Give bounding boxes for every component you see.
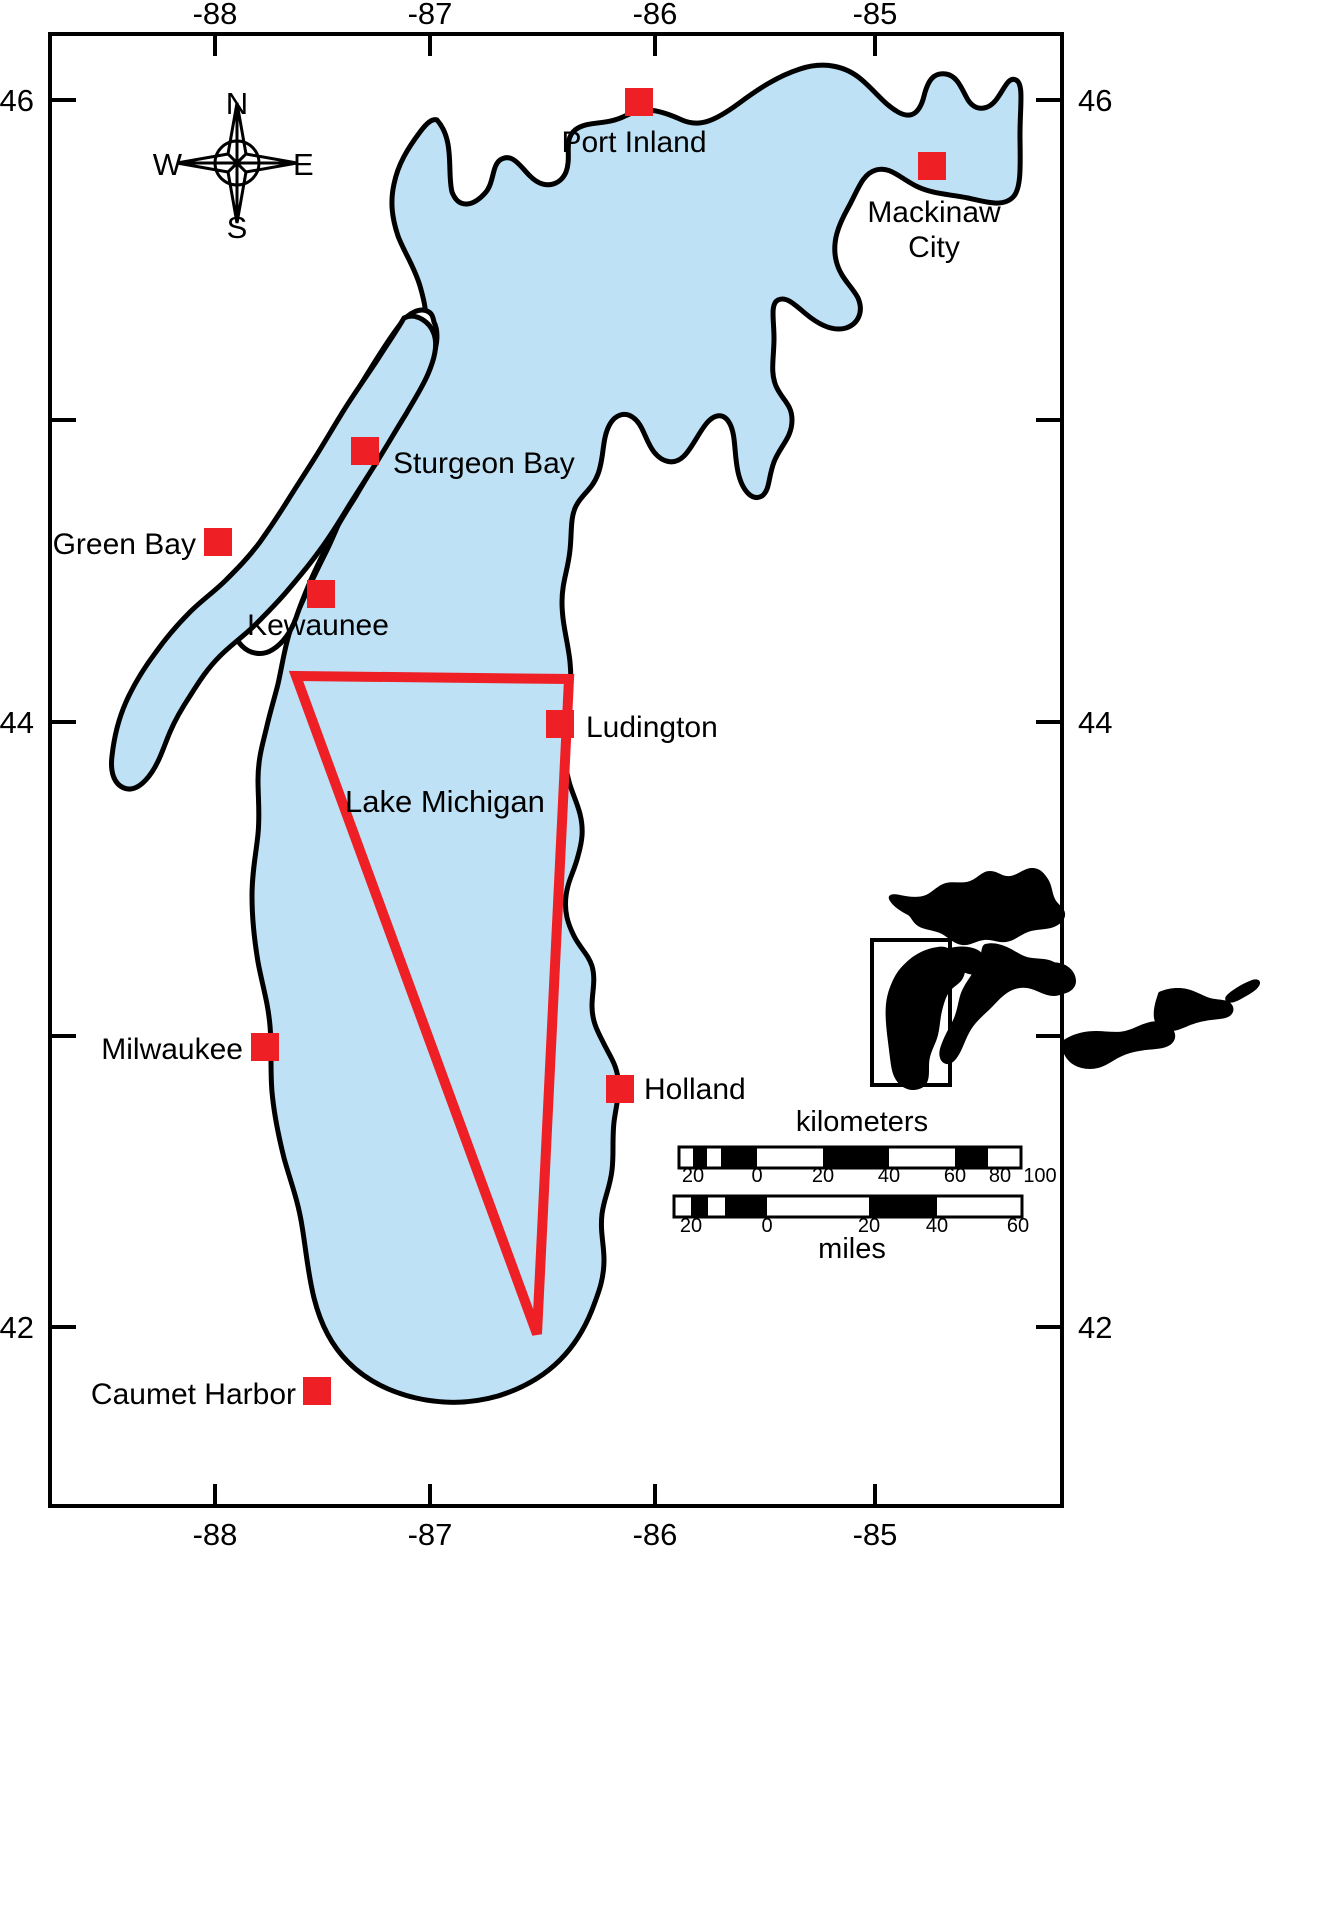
mi-seg-3 — [725, 1196, 767, 1217]
y-tick-left-0: 46 — [0, 83, 34, 118]
survey-route-triangle[interactable] — [288, 670, 575, 1336]
km-seg-1 — [693, 1147, 707, 1168]
city-marker-kewaunee[interactable] — [307, 580, 335, 608]
km-tick-label-6: 100 — [1023, 1165, 1056, 1187]
x-tick-top-3: -85 — [853, 0, 898, 31]
compass-label-west: W — [153, 147, 183, 182]
city-label-green-bay: Green Bay — [53, 528, 196, 561]
mi-tick-label-0: 20 — [680, 1215, 702, 1237]
inset-georgian-bay — [1031, 962, 1076, 995]
km-tick-label-5: 80 — [989, 1165, 1011, 1187]
city-label-kewaunee: Kewaunee — [247, 609, 389, 642]
y-tick-right-0: 46 — [1078, 83, 1112, 118]
axis-ticks — [50, 34, 1062, 1506]
km-bar-border — [677, 1145, 1023, 1170]
mi-seg-2 — [708, 1196, 725, 1217]
city-label-port-inland: Port Inland — [561, 126, 706, 159]
km-seg-5 — [823, 1147, 889, 1168]
x-tick-top-0: -88 — [193, 0, 238, 31]
mi-tick-label-4: 60 — [1007, 1215, 1029, 1237]
city-marker-sturgeon-bay[interactable] — [351, 437, 379, 465]
city-marker-milwaukee[interactable] — [251, 1033, 279, 1061]
city-label-caumet-harbor: Caumet Harbor — [91, 1378, 296, 1411]
city-marker-mackinaw-city[interactable] — [918, 152, 946, 180]
compass-rose — [176, 102, 298, 224]
compass-label-north: N — [226, 86, 248, 121]
mi-tick-label-1: 0 — [761, 1215, 772, 1237]
scale-title-kilometers: kilometers — [796, 1106, 928, 1138]
inset-lake-michigan — [885, 946, 988, 1090]
scale-bar-miles: 20 0 20 40 60 — [672, 1194, 1029, 1237]
x-tick-bottom-0: -88 — [193, 1517, 238, 1552]
mi-tick-label-3: 40 — [926, 1215, 948, 1237]
mi-seg-5 — [869, 1196, 937, 1217]
city-label-sturgeon-bay: Sturgeon Bay — [393, 447, 575, 480]
compass-label-south: S — [227, 210, 248, 245]
mi-seg-1 — [691, 1196, 708, 1217]
city-marker-holland[interactable] — [606, 1075, 634, 1103]
x-tick-top-2: -86 — [633, 0, 678, 31]
city-label-mackinaw-city-line1: Mackinaw — [867, 196, 1001, 229]
city-label-ludington: Ludington — [586, 711, 718, 744]
city-marker-ludington[interactable] — [546, 710, 574, 738]
km-tick-label-4: 60 — [944, 1165, 966, 1187]
x-tick-bottom-3: -85 — [853, 1517, 898, 1552]
mi-seg-4 — [767, 1196, 869, 1217]
km-seg-4 — [757, 1147, 823, 1168]
mi-bar-border — [672, 1194, 1024, 1219]
inset-lake-erie — [1061, 1021, 1176, 1069]
km-tick-label-0: 20 — [682, 1165, 704, 1187]
city-marker-green-bay[interactable] — [204, 528, 232, 556]
great-lakes-inset — [870, 868, 1261, 1090]
y-tick-right-1: 44 — [1078, 705, 1112, 740]
km-seg-0 — [679, 1147, 693, 1168]
x-tick-bottom-1: -87 — [408, 1517, 453, 1552]
city-markers-layer: Port Inland Mackinaw City Sturgeon Bay G… — [53, 88, 1001, 1411]
inset-lake-ontario — [1153, 979, 1261, 1032]
inset-region-highlight-box — [870, 938, 952, 1087]
axis-tick-labels: -88 -87 -86 -85 -88 -87 -86 -85 46 44 42… — [0, 0, 1112, 1552]
y-tick-left-1: 44 — [0, 705, 34, 740]
city-marker-port-inland[interactable] — [625, 88, 653, 116]
x-tick-bottom-2: -86 — [633, 1517, 678, 1552]
city-label-milwaukee: Milwaukee — [101, 1033, 243, 1066]
km-seg-3 — [721, 1147, 757, 1168]
mi-tick-label-2: 20 — [858, 1215, 880, 1237]
city-label-holland: Holland — [644, 1073, 746, 1106]
city-label-mackinaw-city-line2: City — [908, 231, 960, 264]
km-seg-6 — [889, 1147, 955, 1168]
y-tick-right-2: 42 — [1078, 1310, 1112, 1345]
km-tick-label-1: 0 — [751, 1165, 762, 1187]
mi-seg-0 — [674, 1196, 691, 1217]
compass-label-east: E — [293, 147, 314, 182]
scale-title-miles: miles — [818, 1233, 886, 1265]
y-tick-left-2: 42 — [0, 1310, 34, 1345]
x-tick-top-1: -87 — [408, 0, 453, 31]
km-seg-7 — [955, 1147, 988, 1168]
scale-bar-kilometers: 20 0 20 40 60 80 100 — [677, 1145, 1057, 1187]
km-seg-8 — [988, 1147, 1021, 1168]
lake-michigan-label: Lake Michigan — [345, 784, 545, 819]
km-seg-2 — [707, 1147, 721, 1168]
km-tick-label-2: 20 — [812, 1165, 834, 1187]
km-tick-label-3: 40 — [878, 1165, 900, 1187]
mi-seg-6 — [937, 1196, 1022, 1217]
city-marker-caumet-harbor[interactable] — [303, 1377, 331, 1405]
inset-lake-superior — [888, 868, 1066, 946]
